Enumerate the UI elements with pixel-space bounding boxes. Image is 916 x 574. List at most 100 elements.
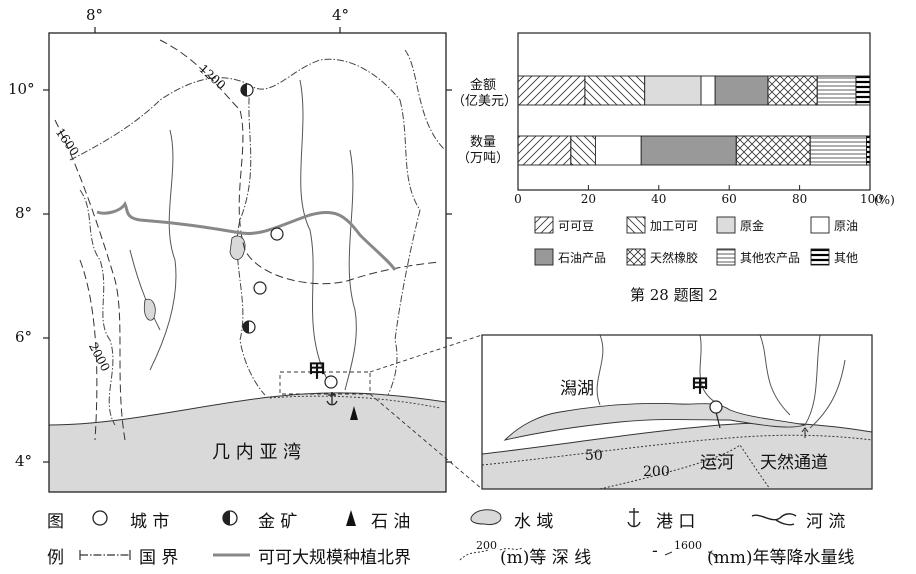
bar-segment-1-1 [570, 135, 596, 166]
oil-icon [350, 406, 358, 420]
gulf-of-guinea-water [49, 392, 446, 492]
city-symbol-jia [324, 375, 338, 389]
bar-segment-0-1 [584, 75, 646, 106]
inset-city-label: 甲 [691, 376, 709, 397]
chart-cat-label-quantity: 数量 （万吨） [456, 135, 509, 166]
legend-swatch-6 [716, 248, 736, 266]
legend-swatch-1 [626, 216, 646, 234]
bar-segment-1-4 [640, 135, 737, 166]
inset-lagoon [503, 402, 807, 441]
gold-mine-icon [240, 83, 254, 97]
x-tick-label: 20 [580, 192, 597, 206]
legend-oil-icon [346, 510, 356, 526]
border-north [69, 58, 401, 161]
bar-segment-0-0 [517, 75, 586, 106]
city-label-jia: 甲 [308, 361, 326, 382]
lat-label-4: 4° [15, 452, 33, 470]
x-tick-label: 100 [860, 192, 883, 206]
bar-segment-0-6 [816, 75, 857, 106]
legend-swatch-0 [534, 216, 554, 234]
legend-port-icon [627, 508, 641, 528]
bar-segment-0-3 [700, 75, 716, 106]
legend-isohyet-label: (mm)年等降水量线 [707, 548, 855, 568]
chart-cat-label-amount: 金额 （亿美元） [452, 78, 518, 109]
border-mid [236, 84, 266, 396]
inset-canal-label: 运河 [700, 453, 734, 473]
legend-label-2: 原金 [740, 219, 765, 233]
inset-depth-200: 200 [643, 464, 670, 480]
bar-segment-1-0 [517, 135, 572, 166]
legend-label-3: 原油 [834, 219, 859, 233]
lat-label-10: 10° [8, 80, 35, 98]
legend-swatch-4 [534, 248, 554, 266]
lat-label-6: 6° [15, 328, 33, 346]
lon-label-8: 8° [86, 6, 104, 24]
legend-gold-icon [222, 510, 238, 526]
legend-river-label: 河 流 [806, 512, 846, 532]
border-far [404, 49, 446, 151]
lat-label-8: 8° [15, 204, 33, 222]
legend-head-2: 例 [47, 548, 64, 568]
chart-x-unit: (%) [874, 193, 895, 207]
cocoa-north-limit [96, 200, 397, 271]
border-east [387, 99, 421, 396]
legend-border-label: 国 界 [139, 548, 179, 568]
isohyet-1600 [54, 119, 126, 441]
inset-channel-label: 天然通道 [760, 453, 828, 473]
legend-swatch-5 [626, 248, 646, 266]
legend-isobath-icon [459, 549, 489, 561]
gulf-label: 几 内 亚 湾 [212, 442, 302, 463]
legend-city-icon [92, 510, 108, 526]
border-west [79, 189, 116, 426]
port-icon [326, 392, 338, 406]
isohyet-2000 [79, 259, 98, 441]
bar-segment-0-7 [855, 75, 871, 106]
legend-isohyet-dash: - [652, 541, 658, 561]
legend-swatch-7 [810, 248, 830, 266]
map-frame [48, 32, 447, 493]
city-symbol-b [253, 281, 267, 295]
legend-cocoa-label: 可可大规模种植北界 [258, 548, 411, 568]
legend-swatch-2 [716, 216, 736, 234]
bar-segment-0-5 [767, 75, 818, 106]
legend-head-1: 图 [47, 512, 64, 532]
inset-lagoon-label: 潟湖 [560, 379, 594, 399]
legend-water-icon [470, 509, 502, 525]
legend-gold-label: 金 矿 [258, 512, 298, 532]
gold-mine-icon [242, 320, 256, 334]
bar-segment-1-3 [594, 135, 642, 166]
bar-segment-1-7 [866, 135, 871, 166]
legend-isobath-sample: 200 [476, 539, 497, 552]
legend-label-0: 可可豆 [558, 219, 595, 233]
legend-label-4: 石油产品 [558, 251, 607, 265]
bar-segment-0-2 [644, 75, 702, 106]
inset-city-jia [709, 400, 723, 414]
isohyet-1200 [159, 39, 441, 285]
city-symbol-a [270, 227, 284, 241]
x-tick-label: 40 [651, 192, 667, 206]
legend-port-label: 港 口 [656, 512, 696, 532]
x-tick-label: 60 [721, 192, 737, 206]
legend-isohyet-icon-r [707, 551, 717, 559]
legend-label-1: 加工可可 [650, 219, 699, 233]
x-tick-label: 0 [514, 192, 522, 206]
legend-swatch-3 [810, 216, 830, 234]
inset-depth-50: 50 [585, 448, 603, 464]
inset-sea [482, 422, 872, 489]
legend-isohyet-icon [664, 551, 673, 556]
legend-river-icon [751, 513, 797, 526]
bar-segment-1-6 [809, 135, 867, 166]
legend-symbols [79, 508, 797, 561]
chart-caption: 第 28 题图 2 [630, 286, 718, 304]
legend-label-7: 其他 [834, 251, 859, 265]
x-tick-label: 80 [791, 192, 808, 206]
bar-segment-0-4 [714, 75, 769, 106]
legend-isohyet-sample: 1600 [674, 539, 702, 552]
legend-isobath-label: (m)等 深 线 [500, 548, 592, 568]
legend-isobath-icon-r [499, 547, 523, 551]
inset-isobath-200 [599, 444, 771, 489]
bar-segment-1-5 [735, 135, 811, 166]
legend-water-label: 水 域 [514, 512, 554, 532]
inset-frame [481, 334, 873, 490]
